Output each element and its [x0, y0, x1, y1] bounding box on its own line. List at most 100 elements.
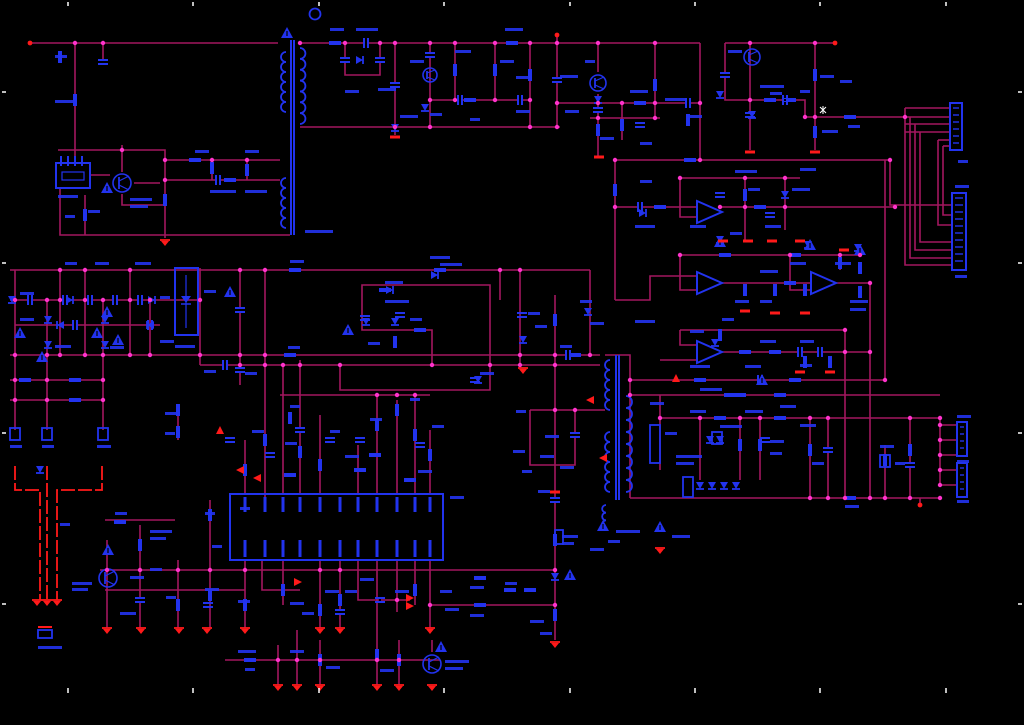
junction-dot	[242, 567, 248, 573]
diode-body	[356, 56, 363, 64]
junction-dot	[554, 124, 560, 130]
capacitor	[225, 437, 235, 443]
capacitor-gap	[749, 113, 751, 117]
capacitor-gap	[638, 206, 642, 208]
capacitor	[27, 295, 33, 305]
transformer-coil	[604, 359, 611, 411]
wire	[58, 149, 166, 238]
capacitor	[817, 347, 823, 357]
component-label	[792, 188, 810, 191]
resistor	[858, 262, 862, 274]
capacitor	[797, 347, 803, 357]
ground-symbol-icon	[42, 599, 52, 606]
capacitor-gap	[329, 438, 331, 442]
resistor	[404, 478, 416, 482]
component-label	[765, 225, 781, 228]
capacitor	[235, 307, 245, 313]
component-label	[38, 646, 62, 649]
component-label	[238, 650, 256, 653]
component-label	[430, 113, 442, 116]
junction-dot	[374, 657, 380, 663]
ground-symbol-icon	[550, 641, 560, 648]
capacitor	[295, 427, 305, 433]
ground-symbol-icon	[52, 599, 62, 606]
component-block	[37, 629, 53, 639]
component-label	[848, 125, 860, 128]
junction-dot	[619, 100, 625, 106]
resistor	[474, 603, 486, 607]
junction-dot	[782, 204, 788, 210]
diode	[44, 341, 52, 349]
transistor-body	[112, 173, 132, 193]
component-label	[160, 340, 174, 343]
ground-symbol-icon	[425, 627, 435, 634]
resistor	[428, 449, 432, 461]
component-label	[535, 325, 547, 328]
ground-arrow	[103, 629, 111, 634]
capacitor-gap	[597, 108, 599, 112]
junction-dot	[837, 252, 843, 258]
component-label	[110, 346, 124, 349]
junction-dot	[82, 352, 88, 358]
diode	[584, 308, 592, 316]
junction-dot	[57, 352, 63, 358]
resistor	[176, 404, 180, 416]
transformer-coil	[280, 51, 287, 113]
junction-dot	[497, 267, 503, 273]
component-label	[150, 530, 172, 533]
capacitor-gap	[798, 351, 802, 353]
junction-dot	[517, 267, 523, 273]
wire	[121, 194, 165, 206]
junction-dot	[492, 97, 498, 103]
capacitor-gap	[574, 433, 576, 437]
capacitor-gap	[207, 603, 209, 607]
diode	[551, 573, 559, 581]
diode-body	[101, 341, 109, 348]
component-label	[800, 168, 816, 171]
resistor	[739, 350, 751, 354]
diode	[8, 296, 16, 304]
component-label	[516, 410, 526, 413]
signal-arrow-icon	[253, 474, 261, 482]
wire	[59, 188, 290, 236]
junction-dot	[492, 40, 498, 46]
ground-arrow	[519, 369, 527, 374]
capacitor-gap	[458, 99, 462, 101]
capacitor	[390, 82, 400, 88]
wire	[615, 275, 697, 301]
signal-arrow-icon	[672, 374, 680, 382]
component-label	[822, 130, 838, 133]
component-label	[302, 612, 314, 615]
junction-dot	[652, 115, 658, 121]
warning-triangle-icon	[435, 641, 447, 652]
diode-body	[386, 286, 393, 294]
resistor	[738, 439, 742, 451]
resistor	[493, 64, 497, 76]
component-label	[640, 180, 652, 183]
junction-dot	[867, 280, 873, 286]
resistor	[375, 649, 379, 661]
capacitor-gap	[28, 299, 32, 301]
diode-body	[44, 316, 52, 323]
component-label	[635, 320, 655, 323]
capacitor-gap	[518, 99, 522, 101]
component-label	[880, 445, 894, 448]
component-label	[115, 512, 127, 515]
component-label	[835, 262, 851, 265]
capacitor	[517, 95, 523, 105]
ground-symbol-icon	[240, 627, 250, 634]
component-label	[562, 542, 574, 545]
transistor-collector	[748, 50, 759, 56]
ground-arrow	[316, 629, 324, 634]
component-label	[635, 225, 655, 228]
ground-arrow	[137, 629, 145, 634]
component-block	[879, 454, 891, 468]
component-label	[600, 137, 614, 140]
resistor	[524, 588, 536, 592]
capacitor	[565, 350, 571, 360]
component-label	[410, 398, 420, 401]
ground-symbol-icon	[136, 627, 146, 634]
junction-dot	[427, 602, 433, 608]
component-label	[290, 602, 304, 605]
junction-dot	[412, 392, 418, 398]
